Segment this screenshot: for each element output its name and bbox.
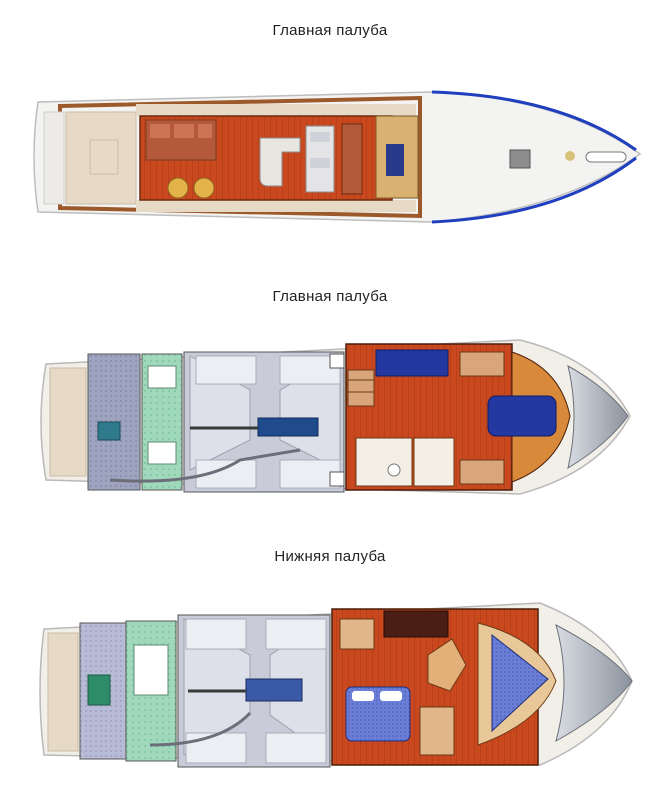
engine	[257, 417, 319, 437]
armchair	[167, 177, 189, 199]
stairway	[427, 638, 467, 692]
bow	[567, 365, 629, 470]
engine	[245, 678, 303, 702]
generator	[87, 674, 111, 706]
deck-plan-1	[33, 90, 642, 224]
generator	[97, 421, 121, 441]
deck-caption-3: Нижняя палуба	[274, 548, 386, 565]
deck-caption-1: Главная палуба	[272, 22, 388, 39]
head	[419, 706, 455, 756]
galley-counter	[259, 137, 301, 187]
deck-plan-3	[39, 602, 633, 768]
forward-berth	[487, 395, 557, 437]
aft-deck	[65, 111, 137, 205]
armchair	[193, 177, 215, 199]
deck-plan-2	[40, 339, 631, 495]
vberth	[491, 633, 549, 733]
deck-caption-2: Главная палуба	[272, 288, 388, 305]
bow-rail	[431, 90, 637, 152]
bow	[555, 624, 633, 743]
bow-hatch	[509, 149, 531, 169]
bunk	[375, 349, 449, 377]
head	[355, 437, 413, 487]
